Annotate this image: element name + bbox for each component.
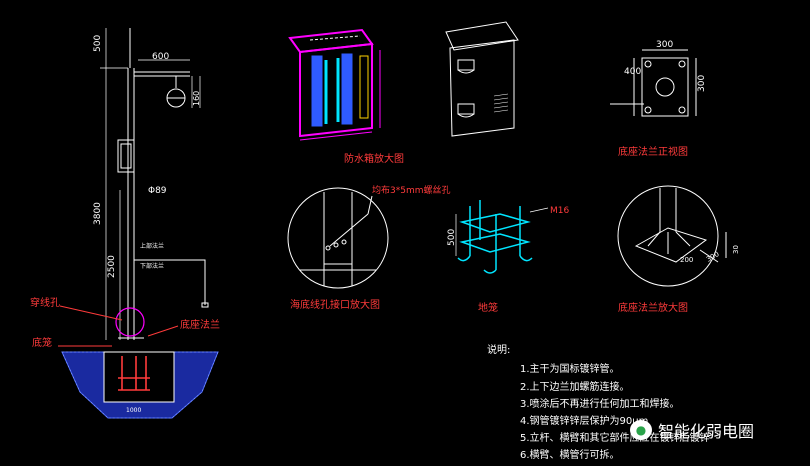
red-leaders bbox=[58, 305, 179, 347]
dim-600: 600 bbox=[152, 52, 169, 62]
dim-300-top: 300 bbox=[656, 40, 673, 50]
ground-cage-label: 底笼 bbox=[32, 336, 52, 349]
threading-hole-label: 穿线孔 bbox=[30, 296, 60, 309]
dim-400: 400 bbox=[624, 67, 641, 77]
note-item: 5.立杆、横臂和其它部件应应在镀锌后镀锌 bbox=[520, 433, 710, 444]
ground-cage-view bbox=[457, 200, 533, 274]
note-item: 3.喷涂后不再进行任何加工和焊接。 bbox=[520, 399, 680, 410]
dim-500-cage: 500 bbox=[447, 229, 457, 246]
dim-3800: 3800 bbox=[93, 202, 103, 225]
upper-flange-note: 上部法兰 bbox=[140, 242, 164, 250]
notes-title: 说明: bbox=[487, 345, 511, 356]
watermark: ● 智能化弱电圈 bbox=[630, 418, 754, 442]
hole-detail-title: 海底线孔接口放大图 bbox=[290, 298, 380, 311]
dim-300-detail: 300 bbox=[705, 250, 721, 264]
foundation: 1000 bbox=[61, 351, 219, 419]
note-item: 6.横臂、横管行可拆。 bbox=[520, 450, 620, 461]
dim-1000: 1000 bbox=[126, 407, 141, 414]
dim-160: 160 bbox=[192, 91, 201, 106]
dim-30: 30 bbox=[732, 245, 740, 254]
m16-label: M16 bbox=[550, 206, 569, 216]
lower-flange-note: 下部法兰 bbox=[140, 262, 164, 270]
flange-detail bbox=[617, 185, 727, 287]
base-flange-label: 底座法兰 bbox=[180, 318, 220, 331]
cage-dims bbox=[455, 207, 549, 256]
box-detail-title: 防水箱放大图 bbox=[344, 152, 404, 165]
note-item: 2.上下边兰加螺筋连接。 bbox=[520, 382, 630, 393]
note-item: 4.钢管镀锌锌层保护为90μm bbox=[520, 416, 649, 427]
cage-title: 地笼 bbox=[478, 301, 498, 314]
pole-dimensions bbox=[100, 28, 201, 340]
bolt-note-label: 均布3*5mm螺丝孔 bbox=[372, 184, 451, 196]
dim-300-right: 300 bbox=[697, 75, 707, 92]
watermark-text: 智能化弱电圈 bbox=[658, 422, 755, 441]
hole-detail bbox=[287, 187, 389, 289]
flange-detail-title: 底座法兰放大图 bbox=[618, 301, 688, 314]
dim-200: 200 bbox=[680, 256, 693, 264]
dim-2500: 2500 bbox=[107, 255, 117, 278]
dim-89: Φ89 bbox=[148, 186, 167, 196]
dim-500: 500 bbox=[93, 35, 103, 52]
flange-front-title: 底座法兰正视图 bbox=[618, 145, 688, 158]
pole-elevation bbox=[117, 28, 209, 340]
waterproof-box-open bbox=[288, 28, 381, 141]
threading-hole-marker bbox=[115, 307, 145, 337]
wechat-icon: ● bbox=[630, 420, 652, 440]
flange-front-view bbox=[610, 49, 697, 117]
waterproof-box-closed bbox=[445, 21, 519, 137]
note-item: 1.主干为国标镀锌管。 bbox=[520, 364, 620, 375]
